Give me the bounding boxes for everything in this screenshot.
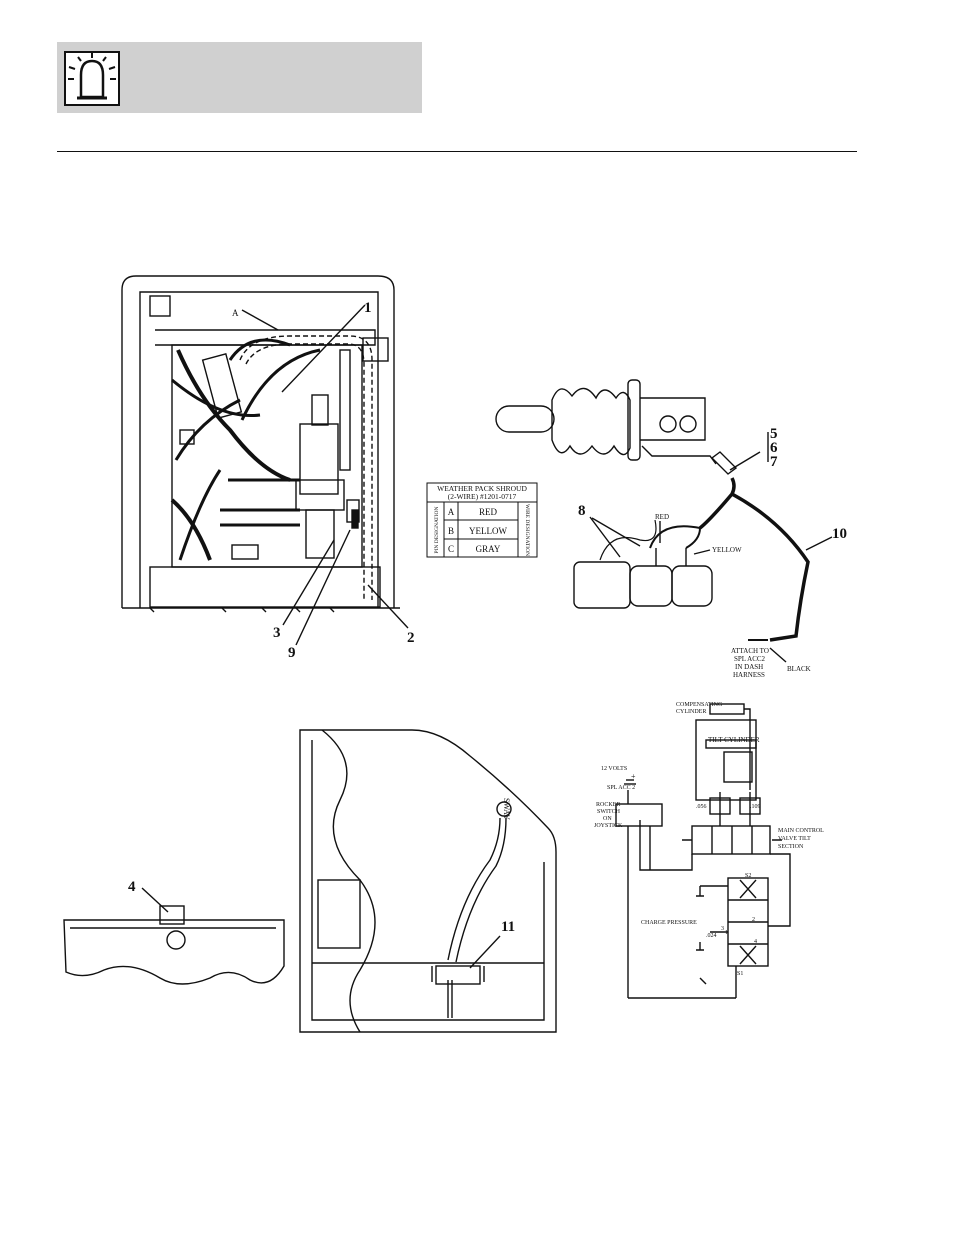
callout-9: 9	[288, 645, 296, 661]
label-charge: CHARGE PRESSURE	[641, 920, 697, 926]
label-s1: S1	[737, 971, 743, 977]
dash-tray-drawing	[63, 887, 285, 985]
shroud-pin-b: B	[448, 526, 454, 536]
callout-4: 4	[128, 879, 136, 895]
shroud-title-1: WEATHER PACK SHROUD	[437, 484, 527, 493]
valve-compartment-drawing	[121, 275, 409, 646]
label-orifice-109: .109	[750, 804, 761, 810]
shroud-pin-header: PIN DESIGNATION	[434, 507, 440, 554]
callout-7: 7	[770, 454, 778, 470]
joystick-harness-drawing	[495, 379, 833, 663]
label-attach-3: IN DASH	[735, 663, 763, 671]
label-orifice-024: .024	[706, 933, 717, 939]
callout-5: 5	[770, 426, 778, 442]
callout-a: A	[232, 308, 239, 318]
dash-sway-lever-drawing	[299, 729, 557, 1033]
label-main-1: MAIN CONTROL	[778, 828, 824, 834]
shroud-title-2: (2-WIRE) #1201-0717	[448, 492, 517, 501]
label-rocker-3: ON	[603, 816, 612, 822]
shroud-wire-c: GRAY	[476, 544, 501, 554]
beacon-light-icon	[64, 51, 120, 106]
shroud-pin-a: A	[448, 507, 455, 517]
label-main-2: VALVE TILT	[778, 836, 811, 842]
label-rocker-2: SWITCH	[597, 809, 621, 815]
callout-2: 2	[407, 630, 415, 646]
callout-1: 1	[364, 300, 372, 316]
label-tilt-cyl: TILT CYLINDER	[708, 736, 760, 744]
label-attach-2: SPL ACC2	[734, 655, 766, 663]
label-black: BLACK	[787, 665, 811, 673]
label-port-3: 3	[721, 926, 724, 932]
label-comp-cyl-2: CYLINDER	[676, 709, 706, 715]
label-main-3: SECTION	[778, 844, 804, 850]
callout-11: 11	[501, 919, 515, 935]
shroud-pin-c: C	[448, 544, 454, 554]
callout-6: 6	[770, 440, 778, 456]
callout-8: 8	[578, 503, 586, 519]
label-attach-1: ATTACH TO	[731, 647, 769, 655]
label-attach-4: HARNESS	[733, 671, 765, 679]
label-rocker-1: ROCKER	[596, 802, 620, 808]
label-port-4: 4	[754, 939, 757, 945]
label-comp-cyl-1: COMPENSATING	[676, 702, 723, 708]
shroud-wire-b: YELLOW	[469, 526, 507, 536]
header-rule	[57, 151, 857, 152]
callout-10: 10	[832, 526, 847, 542]
label-s2: S2	[745, 873, 751, 879]
label-port-2: 2	[752, 917, 755, 923]
label-rocker-4: JOYSTICK	[594, 823, 623, 829]
label-plus: +	[631, 772, 636, 781]
label-volts: 12 VOLTS	[601, 766, 627, 772]
label-port-1: 1	[725, 930, 728, 936]
label-spl: SPL ACC 2	[607, 785, 635, 791]
callout-3: 3	[273, 625, 281, 641]
weather-pack-shroud-table: WEATHER PACK SHROUD (2-WIRE) #1201-0717 …	[426, 482, 538, 558]
shroud-wire-header: WIRE DESIGNATION	[524, 504, 530, 556]
hydraulic-schematic	[615, 703, 791, 999]
label-sway: SWAY	[502, 798, 511, 820]
label-orifice-056: .056	[696, 804, 707, 810]
label-red: RED	[655, 513, 669, 521]
shroud-wire-a: RED	[479, 507, 498, 517]
label-yellow: YELLOW	[712, 546, 742, 554]
